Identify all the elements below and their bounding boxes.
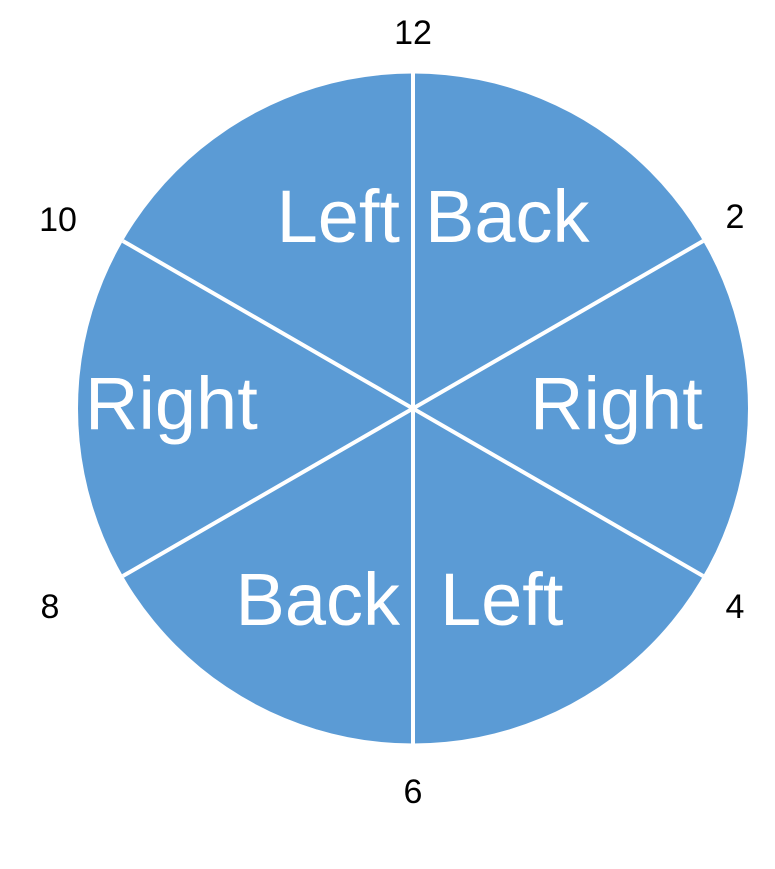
divider-4-10 xyxy=(121,239,705,578)
clock-label-6: 6 xyxy=(403,773,423,811)
sector-label-lower-left: Back xyxy=(235,558,400,641)
clock-label-2: 2 xyxy=(725,198,745,236)
sector-label-upper-left: Left xyxy=(276,175,400,258)
clock-label-12: 12 xyxy=(394,14,432,52)
sector-label-lower-right: Left xyxy=(440,558,564,641)
sector-divider-group xyxy=(121,73,705,744)
sector-label-upper-right: Back xyxy=(425,175,590,258)
clock-label-8: 8 xyxy=(40,588,60,626)
sector-label-left: Right xyxy=(85,362,258,445)
clock-label-10: 10 xyxy=(39,201,77,239)
sector-label-right: Right xyxy=(530,362,703,445)
clock-label-4: 4 xyxy=(725,588,745,626)
